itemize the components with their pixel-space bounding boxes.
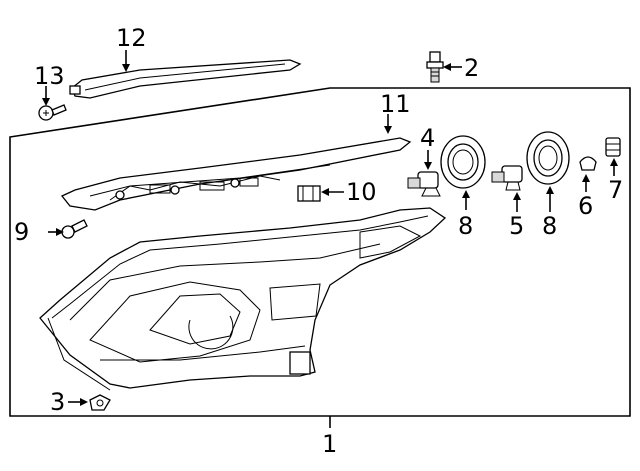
callout-7: 7 — [608, 176, 623, 204]
part-12-upper-garnish[interactable] — [69, 59, 302, 99]
part-11-clip[interactable] — [297, 185, 321, 202]
part-2-bolt[interactable] — [426, 51, 444, 83]
callout-11: 10 — [346, 178, 377, 206]
callout-6: 6 — [578, 192, 593, 220]
part-8-seal-right[interactable] — [526, 131, 570, 185]
part-4-bulb[interactable] — [407, 171, 441, 197]
part-9-lower-garnish[interactable] — [60, 137, 412, 211]
callout-13: 13 — [34, 62, 65, 90]
part-10-screw[interactable] — [61, 219, 88, 239]
callout-1: 1 — [322, 430, 337, 458]
callout-10: 9 — [14, 218, 29, 246]
callout-12: 12 — [116, 24, 147, 52]
part-6-bulb[interactable] — [579, 156, 597, 171]
leader-lines — [42, 50, 618, 428]
callout-8-right: 8 — [542, 212, 557, 240]
part-8-seal-left[interactable] — [440, 135, 486, 189]
callout-9: 11 — [380, 90, 411, 118]
part-5-bulb[interactable] — [491, 165, 523, 191]
part-13-screw[interactable] — [38, 104, 67, 121]
callout-5: 5 — [509, 212, 524, 240]
part-1-headlamp-assembly[interactable] — [39, 207, 447, 391]
part-3-nut[interactable] — [89, 394, 111, 411]
part-7-socket[interactable] — [605, 137, 621, 157]
callout-3: 3 — [50, 388, 65, 416]
callout-8-left: 8 — [458, 212, 473, 240]
callout-2: 2 — [464, 54, 479, 82]
assembly-boundary — [9, 87, 631, 417]
callout-4: 4 — [420, 124, 435, 152]
